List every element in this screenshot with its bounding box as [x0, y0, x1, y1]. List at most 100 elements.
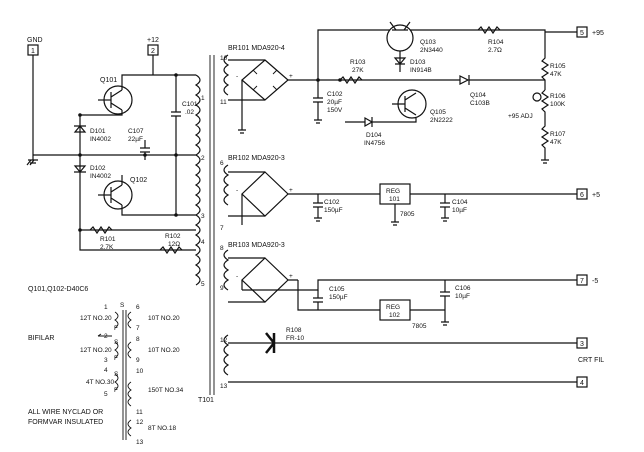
svg-text:12: 12	[136, 419, 144, 426]
svg-text:R107: R107	[550, 131, 566, 138]
adj-label: +95 ADJ	[508, 113, 533, 120]
svg-text:-: -	[236, 73, 238, 80]
q103-collector-wire	[317, 29, 500, 80]
d103-diode: D103 IN914B	[393, 51, 432, 74]
svg-text:REG: REG	[386, 304, 400, 311]
svg-text:150µF: 150µF	[324, 207, 343, 214]
svg-text:Q105: Q105	[430, 109, 446, 116]
svg-text:Q103: Q103	[420, 39, 436, 46]
svg-text:3: 3	[201, 213, 205, 220]
svg-text:5: 5	[201, 281, 205, 288]
terminal-12v: +12 2	[147, 37, 159, 56]
q105-transistor: Q105 2N2222	[392, 89, 453, 124]
svg-text:3: 3	[580, 341, 584, 348]
svg-text:Q102: Q102	[130, 177, 147, 184]
svg-text:D102: D102	[90, 165, 106, 172]
svg-text:R106: R106	[550, 93, 566, 100]
q101-wiring	[80, 74, 196, 116]
svg-text:27K: 27K	[352, 67, 364, 74]
filament-wires	[228, 342, 577, 383]
gnd-label: GND	[27, 37, 43, 44]
svg-text:2: 2	[104, 333, 108, 340]
svg-text:4: 4	[580, 380, 584, 387]
svg-text:BIFILAR: BIFILAR	[28, 335, 54, 342]
svg-text:T101: T101	[198, 397, 214, 404]
c102-150v-capacitor: C102 20µF 150V	[313, 80, 343, 124]
svg-text:22µF: 22µF	[128, 136, 143, 143]
svg-text:6: 6	[136, 304, 140, 311]
svg-text:20µF: 20µF	[327, 99, 342, 106]
svg-text:IN4002: IN4002	[90, 173, 111, 180]
br102-label: BR102 MDA920-3	[228, 155, 285, 162]
svg-text:FR-10: FR-10	[286, 335, 304, 342]
ground-symbol	[26, 159, 38, 166]
svg-text:10µF: 10µF	[452, 207, 467, 214]
br101-bridge: - +	[236, 59, 293, 101]
svg-text:47K: 47K	[550, 139, 562, 146]
svg-text:C103B: C103B	[470, 100, 490, 107]
svg-text:10µF: 10µF	[455, 293, 470, 300]
c106-capacitor: C106 10µF	[440, 280, 471, 326]
svg-text:+95: +95	[592, 30, 604, 37]
svg-text:13: 13	[220, 383, 228, 390]
svg-text:10: 10	[136, 368, 144, 375]
svg-text:12T NO.20: 12T NO.20	[80, 347, 112, 354]
svg-text:7: 7	[580, 278, 584, 285]
svg-text:3: 3	[104, 357, 108, 364]
svg-text:102: 102	[389, 312, 400, 319]
terminal-95: 5 +95	[576, 26, 604, 38]
br103-label: BR103 MDA920-3	[228, 242, 285, 249]
svg-text:S: S	[114, 371, 119, 378]
svg-text:150µF: 150µF	[329, 294, 348, 301]
svg-text:47K: 47K	[550, 71, 562, 78]
r107-resistor: R107 47K	[540, 120, 566, 164]
svg-text:+: +	[289, 187, 293, 194]
r108-resistor: R108 FR-10	[265, 327, 304, 354]
svg-text:101: 101	[389, 196, 400, 203]
terminal-5n: 7 -5	[576, 274, 598, 286]
svg-text:12: 12	[220, 337, 228, 344]
svg-text:C101: C101	[182, 101, 198, 108]
svg-text:2.7Ω: 2.7Ω	[488, 47, 502, 54]
svg-text:R104: R104	[488, 39, 504, 46]
svg-text:C106: C106	[455, 285, 471, 292]
svg-text:12T NO.20: 12T NO.20	[80, 315, 112, 322]
br103-ac-wires	[228, 257, 298, 303]
svg-text:R102: R102	[165, 233, 181, 240]
svg-text:7: 7	[136, 325, 140, 332]
terminal-number: 1	[31, 48, 35, 55]
svg-text:+: +	[289, 73, 293, 80]
svg-text:9: 9	[220, 285, 224, 292]
svg-text:R103: R103	[350, 59, 366, 66]
svg-text:-5: -5	[592, 278, 598, 285]
svg-text:150V: 150V	[327, 107, 343, 114]
terminal-gnd: GND 1	[27, 37, 43, 56]
svg-text:5: 5	[104, 391, 108, 398]
svg-text:+5: +5	[592, 192, 600, 199]
svg-text:-: -	[236, 187, 238, 194]
terminal-number: 2	[151, 48, 155, 55]
terminal-3: 3	[576, 337, 588, 349]
svg-text:2.7K: 2.7K	[100, 244, 114, 251]
svg-text:C104: C104	[452, 199, 468, 206]
svg-text:5: 5	[580, 30, 584, 37]
q102-wiring	[121, 175, 196, 216]
svg-text:R105: R105	[550, 63, 566, 70]
svg-text:7805: 7805	[412, 323, 427, 330]
crt-fil-label: CRT FIL	[578, 357, 604, 364]
br101-ac-wires	[228, 59, 265, 130]
svg-text:FORMVAR INSULATED: FORMVAR INSULATED	[28, 419, 103, 426]
svg-text:10T NO.20: 10T NO.20	[148, 315, 180, 322]
svg-text:7805: 7805	[400, 211, 415, 218]
c104-capacitor: C104 10µF	[440, 194, 468, 222]
svg-text:8T NO.18: 8T NO.18	[148, 425, 176, 432]
svg-text:Q104: Q104	[470, 92, 486, 99]
c105-capacitor: C105 150µF	[313, 286, 348, 310]
svg-text:C102: C102	[324, 199, 340, 206]
svg-text:IN4002: IN4002	[90, 136, 111, 143]
svg-text:D103: D103	[410, 59, 426, 66]
svg-text:11: 11	[220, 99, 227, 106]
svg-text:4: 4	[104, 367, 108, 374]
svg-text:4T NO.30: 4T NO.30	[86, 379, 114, 386]
